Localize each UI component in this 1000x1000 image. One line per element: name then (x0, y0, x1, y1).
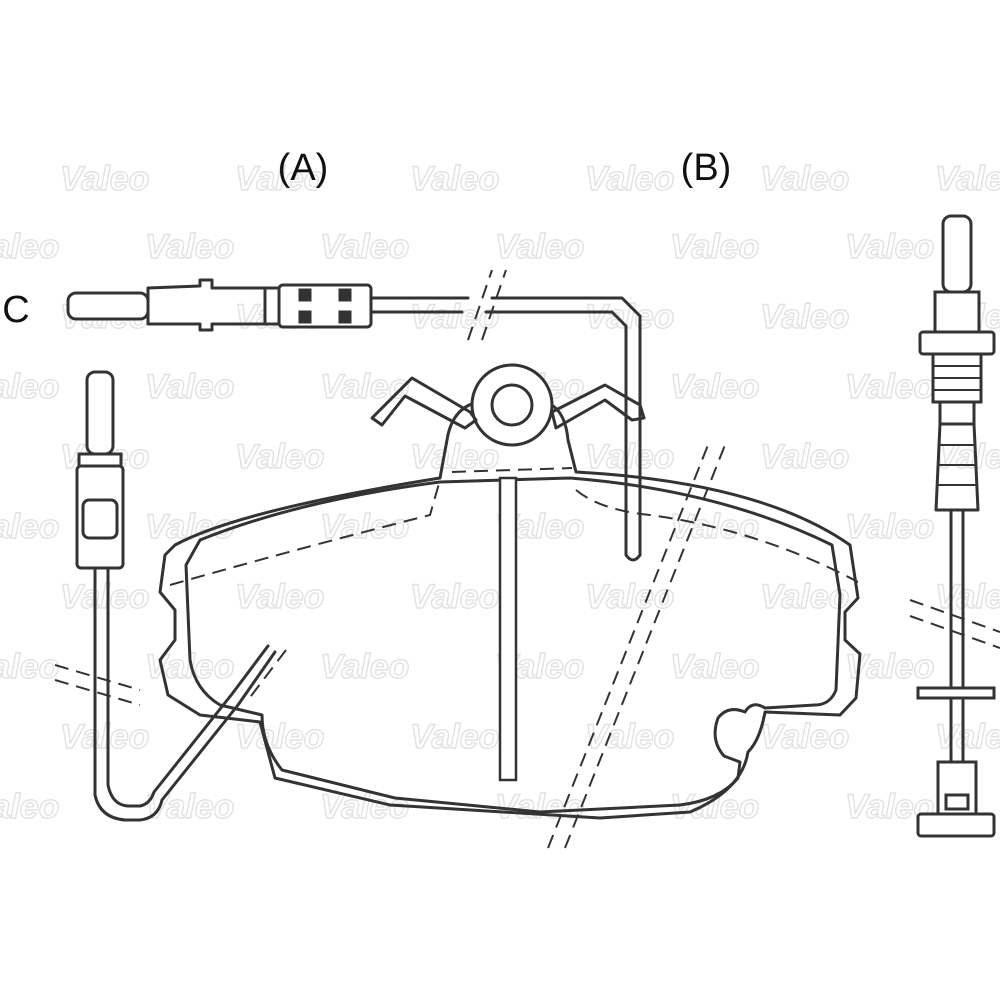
watermark-text: Valeo (495, 788, 584, 826)
spring-clip (370, 376, 646, 430)
watermark-text: Valeo (935, 578, 1000, 616)
brake-pad (158, 363, 862, 820)
watermark-text: Valeo (0, 368, 59, 406)
sensor-wire-c (66, 269, 642, 562)
watermark-text: Valeo (0, 648, 59, 686)
label-b: (B) (681, 147, 732, 189)
watermark-text: Valeo (670, 788, 759, 826)
connector-c-notch-4 (338, 310, 352, 324)
watermark-text: Valeo (585, 160, 674, 198)
watermark-text: Valeo (845, 228, 934, 266)
connector-b-base (916, 812, 996, 838)
watermark-text: Valeo (585, 718, 674, 756)
watermark-text: Valeo (320, 368, 409, 406)
watermark-text: Valeo (935, 160, 1000, 198)
pad-slot (498, 476, 518, 782)
label-a: (A) (278, 147, 329, 189)
connector-c-notch-1 (298, 288, 312, 302)
watermark-layer: ValeoValeoValeoValeoValeoValeoValeoValeo… (0, 159, 1000, 826)
hidden-edge-upper (169, 479, 441, 586)
watermark-text: Valeo (60, 160, 149, 198)
connector-c-sleeve (263, 286, 281, 326)
watermark-text: Valeo (145, 368, 234, 406)
watermark-text: Valeo (235, 718, 324, 756)
wire-a-inner (106, 566, 270, 808)
break-mark-b-2 (909, 615, 1000, 649)
watermark-text: Valeo (0, 788, 59, 826)
break-mark-a-2 (54, 679, 141, 706)
wire-b (949, 508, 965, 764)
watermark-text: Valeo (235, 438, 324, 476)
watermark-text: Valeo (495, 228, 584, 266)
connector-b-pin (941, 214, 973, 294)
connector-a-grip (81, 498, 119, 540)
connector-c-pin (66, 291, 150, 321)
watermark-text: Valeo (845, 368, 934, 406)
watermark-text: Valeo (585, 578, 674, 616)
watermark-text: Valeo (670, 228, 759, 266)
sensor-wire-a (54, 370, 287, 822)
watermark-text: Valeo (410, 718, 499, 756)
watermark-text: Valeo (0, 508, 59, 546)
watermark-text: Valeo (935, 438, 1000, 476)
connector-a-collar (77, 452, 123, 468)
watermark-text: Valeo (760, 438, 849, 476)
break-line-pad (547, 439, 728, 849)
hidden-edge-tab (451, 467, 573, 473)
watermark-text: Valeo (145, 228, 234, 266)
connector-a-pin (85, 370, 115, 456)
watermark-text: Valeo (320, 508, 409, 546)
watermark-text: Valeo (760, 298, 849, 336)
connector-b-sleeve (934, 422, 980, 512)
wire-c-run (368, 296, 642, 557)
connector-b-tip-window (944, 793, 970, 811)
watermark-text: Valeo (670, 648, 759, 686)
watermark-text: Valeo (320, 788, 409, 826)
watermark-text: Valeo (410, 160, 499, 198)
wire-a (93, 566, 277, 822)
mounting-hole-inner (490, 383, 534, 427)
watermark-text: Valeo (235, 578, 324, 616)
connector-b-collar (938, 400, 976, 426)
connector-c-plug (277, 283, 373, 329)
watermark-text: Valeo (235, 160, 324, 198)
friction-material (184, 476, 842, 814)
probe-a-dash (247, 649, 287, 701)
connector-c-notch-2 (338, 288, 352, 302)
watermark-text: Valeo (60, 578, 149, 616)
watermark-text: Valeo (320, 228, 409, 266)
wire-c-return (368, 310, 642, 562)
connector-c-notch-3 (298, 310, 312, 324)
watermark-text: Valeo (935, 718, 1000, 756)
watermark-text: Valeo (0, 228, 59, 266)
hidden-edge-right (575, 489, 859, 583)
break-mark-a-1 (54, 664, 141, 691)
watermark-text: Valeo (760, 718, 849, 756)
break-mark-b-1 (909, 599, 1000, 633)
watermark-text: Valeo (320, 648, 409, 686)
watermark-text: Valeo (760, 578, 849, 616)
watermark-text: Valeo (760, 160, 849, 198)
watermark-text: Valeo (845, 508, 934, 546)
connector-b-washer (916, 686, 996, 700)
watermark-text: Valeo (585, 438, 674, 476)
break-mark-c-1 (467, 269, 493, 341)
watermark-text: Valeo (670, 368, 759, 406)
watermark-text: Valeo (410, 578, 499, 616)
watermark-text: Valeo (60, 718, 149, 756)
break-mark-c-2 (481, 269, 507, 341)
sensor-wire-b (909, 214, 1000, 838)
connector-b-flange (918, 330, 996, 356)
connector-b-neck (933, 290, 981, 334)
label-c: C (2, 289, 29, 331)
